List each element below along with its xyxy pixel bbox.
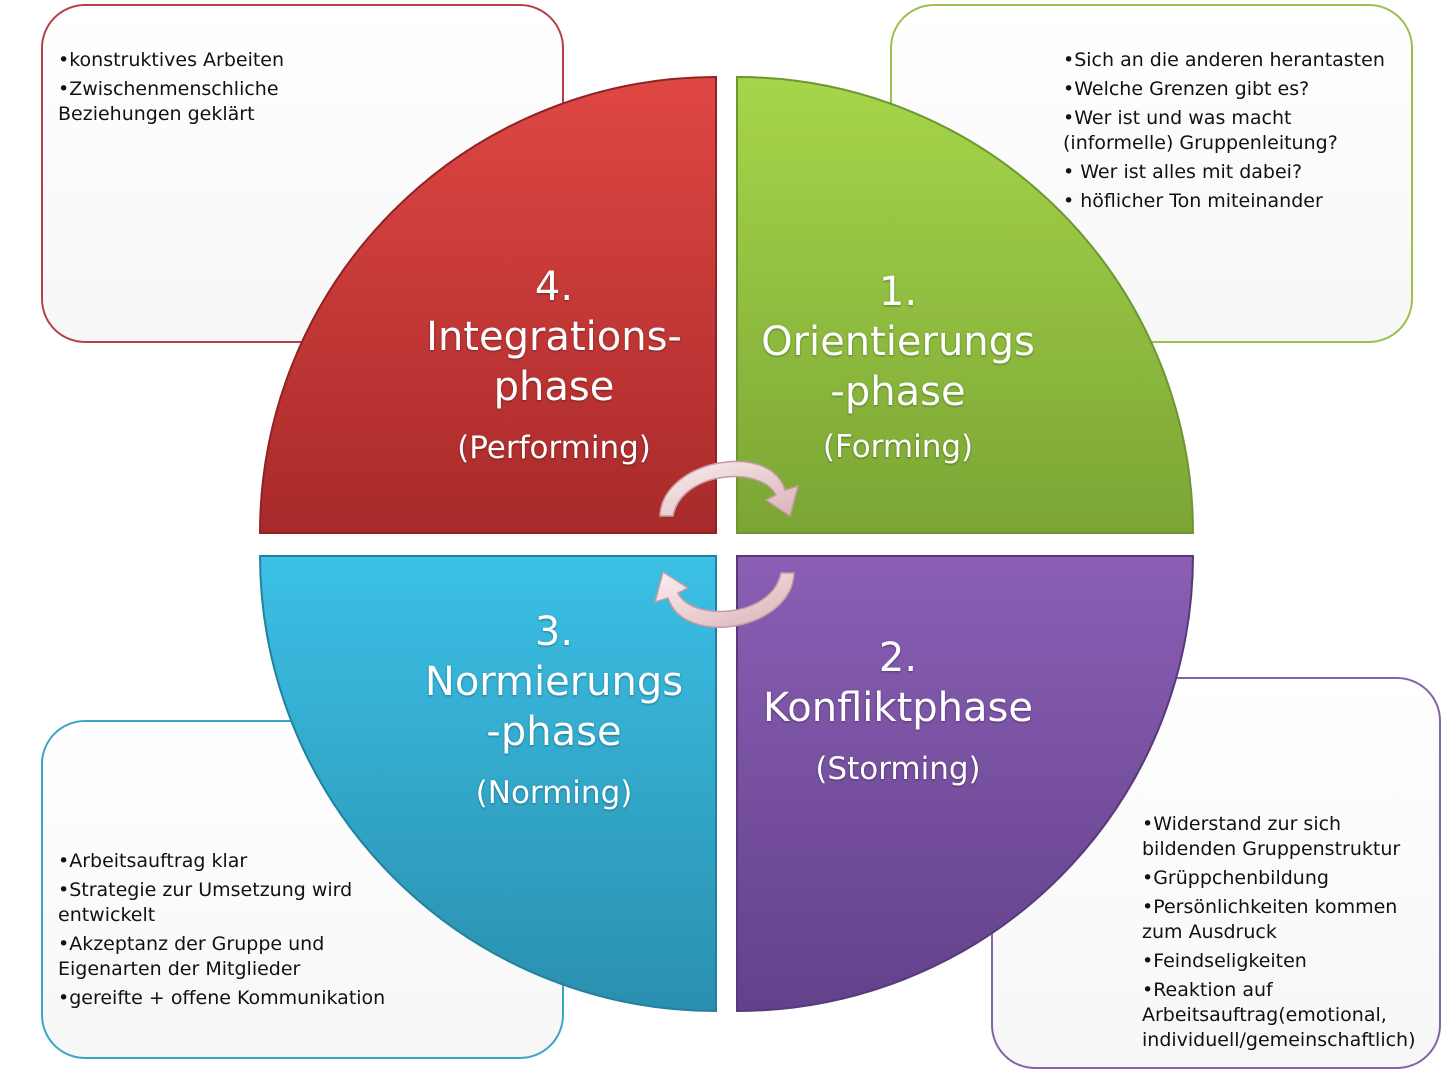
phase-name: -phase	[830, 369, 966, 415]
phase-english-name: (Forming)	[822, 429, 974, 465]
note-item: •Widerstand zur sich bildenden Gruppenst…	[1142, 813, 1401, 860]
notes-performing: •konstruktives Arbeiten •Zwischenmenschl…	[58, 48, 288, 131]
notes-forming: •Sich an die anderen herantasten •Welche…	[1063, 48, 1393, 218]
phase-name: Orientierungs	[761, 319, 1035, 365]
phase-name: Konfliktphase	[763, 685, 1033, 731]
phase-label-storming: 2. Konfliktphase (Storming)	[718, 633, 1078, 787]
phase-number: 1.	[878, 269, 918, 315]
phase-number: 2.	[878, 635, 918, 681]
quadrant-storming	[736, 555, 1195, 1013]
cycle-arrow-bottom-icon	[653, 570, 795, 628]
note-item: • Wer ist alles mit dabei?	[1063, 161, 1303, 183]
note-item: •Welche Grenzen gibt es?	[1063, 78, 1310, 100]
notes-storming: •Widerstand zur sich bildenden Gruppenst…	[1142, 812, 1432, 1057]
note-item: •Sich an die anderen herantasten	[1063, 49, 1385, 71]
note-item: •gereifte + offene Kommunikation	[58, 987, 386, 1009]
note-item: • höflicher Ton miteinander	[1063, 190, 1323, 212]
note-item: •Reaktion auf Arbeitsauftrag(emotional, …	[1142, 979, 1416, 1051]
phase-name: -phase	[486, 709, 622, 755]
phase-english-name: (Performing)	[457, 430, 651, 466]
cycle-arrow-top-icon	[659, 460, 800, 518]
note-item: •Feindseligkeiten	[1142, 950, 1307, 972]
note-item: •Arbeitsauftrag klar	[58, 850, 248, 872]
note-item: •Grüppchenbildung	[1142, 867, 1329, 889]
phase-english-name: (Norming)	[475, 775, 633, 811]
phase-english-name: (Storming)	[815, 751, 981, 787]
quadrant-norming	[258, 555, 717, 1013]
phase-label-forming: 1. Orientierungs -phase (Forming)	[718, 267, 1078, 465]
quadrant-performing	[258, 75, 717, 534]
notes-norming: •Arbeitsauftrag klar •Strategie zur Umse…	[58, 849, 385, 1015]
phase-number: 3.	[534, 609, 574, 655]
note-item: •konstruktives Arbeiten	[58, 49, 285, 71]
note-item: •Akzeptanz der Gruppe und Eigenarten der…	[58, 933, 325, 980]
phase-name: phase	[493, 364, 615, 410]
phase-name: Normierungs	[424, 659, 684, 705]
note-item: •Strategie zur Umsetzung wird entwickelt	[58, 879, 353, 926]
quadrant-forming	[736, 75, 1195, 534]
note-item: •Persönlichkeiten kommen zum Ausdruck	[1142, 896, 1398, 943]
phase-label-performing: 4. Integrations- phase (Performing)	[374, 262, 734, 466]
note-item: •Wer ist und was macht (informelle) Grup…	[1063, 107, 1338, 154]
phase-name: Integrations-	[426, 314, 682, 360]
phase-label-norming: 3. Normierungs -phase (Norming)	[374, 607, 734, 811]
phase-number: 4.	[534, 264, 574, 310]
note-item: •Zwischenmenschliche Beziehungen geklärt	[58, 78, 279, 125]
